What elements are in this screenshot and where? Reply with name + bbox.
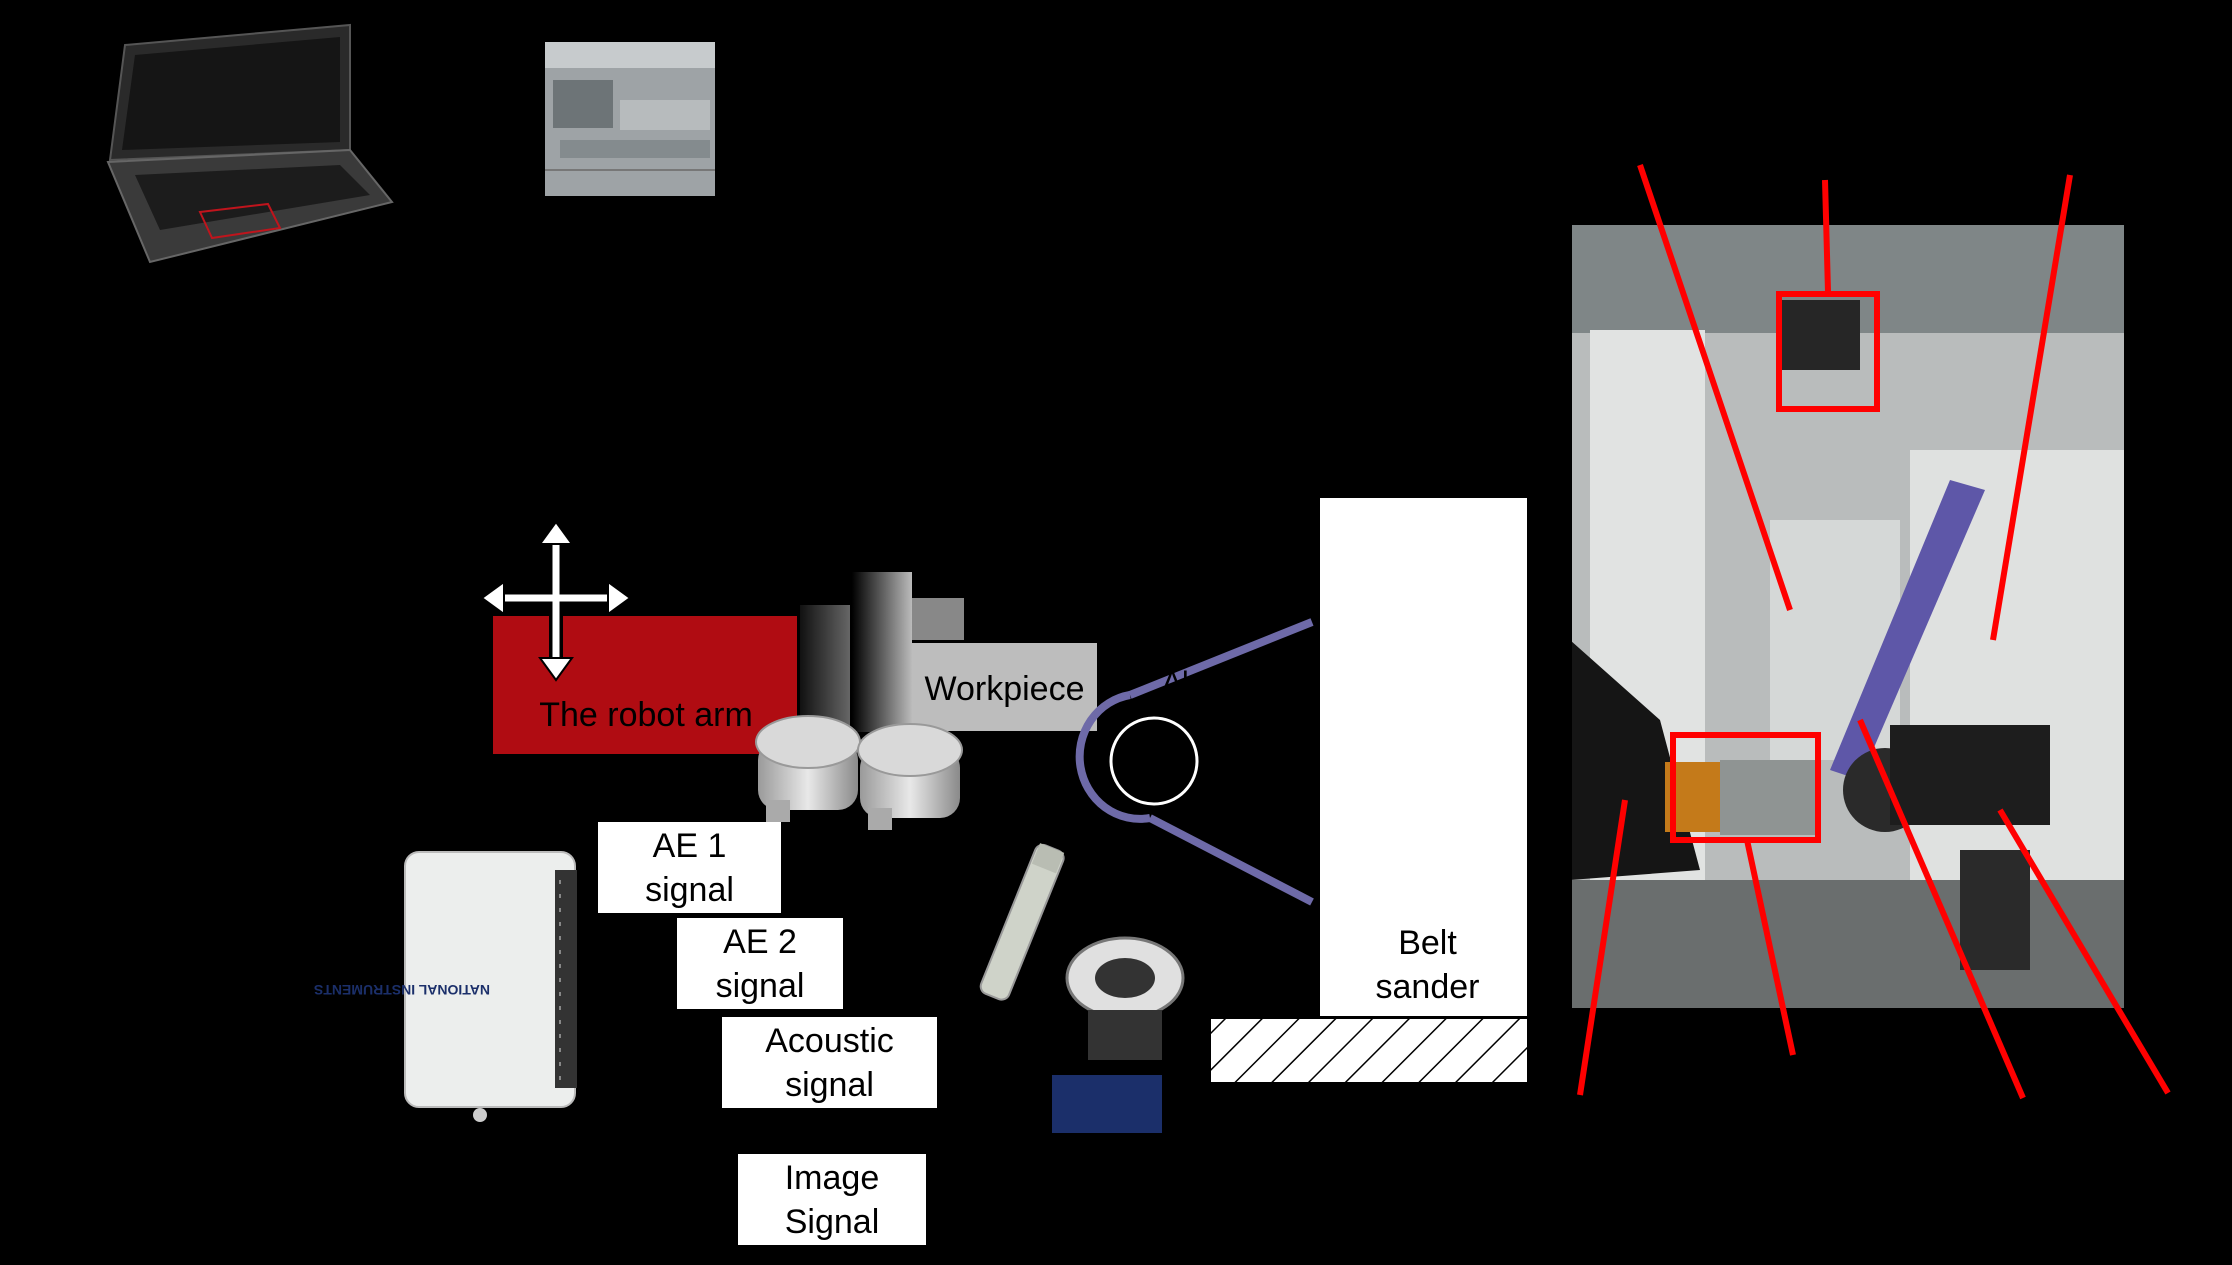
partial-label: Ab (1162, 666, 1199, 699)
workpiece-label: Workpiece (924, 670, 1085, 708)
four-way-arrow-icon (480, 520, 632, 682)
industrial-camera-icon (1052, 936, 1185, 1133)
acoustic-emission-sensor-icon (755, 715, 963, 830)
ae2-signal-label: AE 2 signal (677, 918, 843, 1009)
belt-sander-body (1320, 498, 1527, 1016)
ae1-signal-label: AE 1 signal (598, 822, 781, 913)
robot-arm-label: The robot arm (539, 696, 753, 734)
ni-daq-device-icon: NATIONAL INSTRUMENTS (314, 851, 577, 1122)
robot-arm-block (493, 616, 797, 754)
robot-grinding-setup-photo (1570, 223, 2126, 1010)
belt (1075, 618, 1314, 906)
laptop-icon (106, 23, 394, 264)
workpiece-top (912, 598, 964, 640)
plc-controller-icon (545, 42, 715, 196)
acoustic-signal-label: Acoustic signal (722, 1017, 937, 1108)
belt-sander-label: Belt sander (1375, 924, 1480, 1006)
svg-text:NATIONAL INSTRUMENTS: NATIONAL INSTRUMENTS (314, 982, 490, 998)
spindle (852, 572, 912, 732)
microphone-icon (979, 843, 1065, 1001)
ground-base (1209, 1017, 1529, 1084)
highlight-annotations (1577, 164, 2171, 1100)
workpiece-box (912, 643, 1097, 731)
image-signal-label: Image Signal (738, 1154, 926, 1245)
contact-wheel (1109, 716, 1199, 806)
